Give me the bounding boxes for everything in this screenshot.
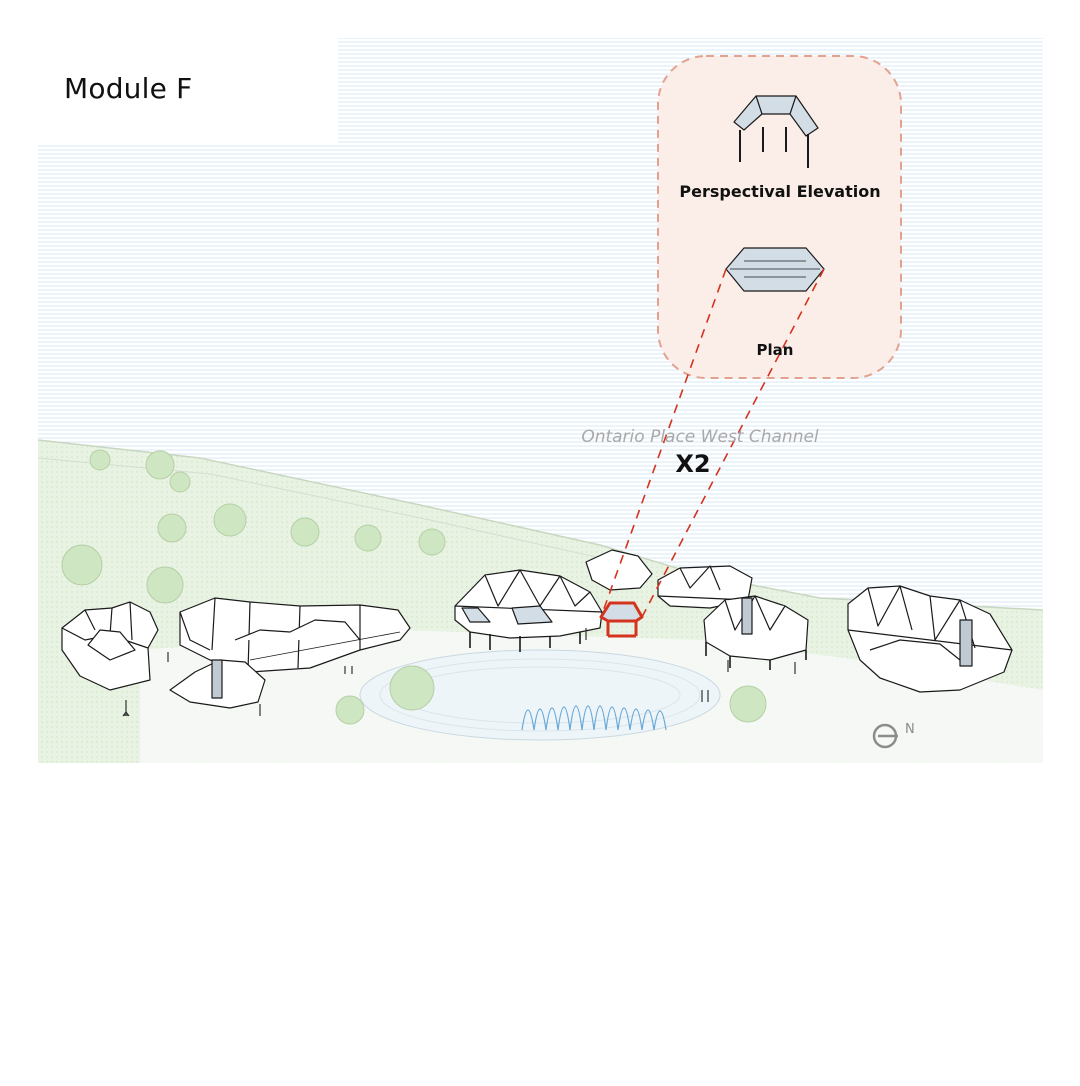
tree [61,544,184,604]
tree [89,449,191,493]
tree [157,503,446,556]
north-arrow-icon [872,723,898,749]
channel-label: Ontario Place West Channel [581,427,819,447]
building-cluster-east [847,585,1013,693]
plan-pavilion-icon [725,247,825,292]
callout-box [657,55,902,379]
lagoon [359,649,721,741]
north-label: N [905,722,915,737]
tree [335,665,767,725]
page-title: Module F [64,72,193,105]
leader-lines [600,268,825,618]
people [122,628,796,717]
fountain [521,705,667,731]
building-cluster-west [61,597,411,709]
plan-label: Plan [757,341,794,359]
trees [61,449,767,725]
multiplier-label: X2 [675,450,710,478]
elevation-pavilion-icon [733,95,819,168]
building-cluster-central [454,549,809,670]
elevation-label: Perspectival Elevation [679,182,880,201]
